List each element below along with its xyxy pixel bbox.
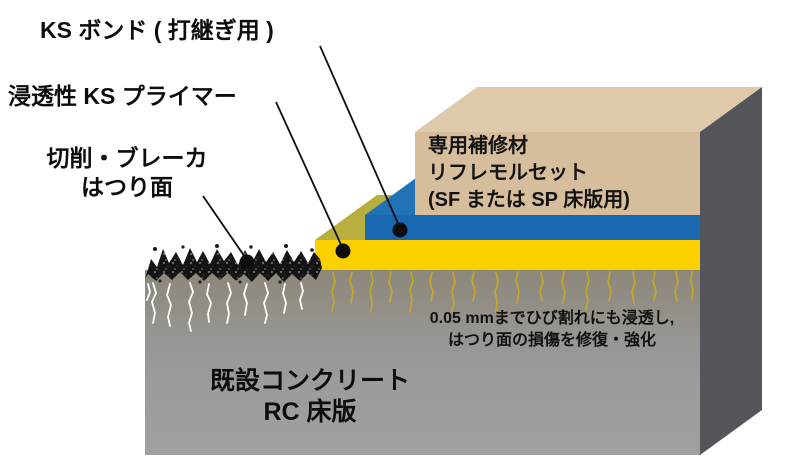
- leader-dots: [239, 222, 408, 270]
- gold-cracks: [331, 271, 694, 313]
- label-primer-text: 浸透性 KS プライマー: [8, 83, 237, 109]
- label-chipped-line2: はつり面: [81, 174, 173, 200]
- repair-material-line2: リフレモルセット: [428, 162, 588, 184]
- white-cracks: [146, 282, 304, 332]
- label-chipped-line1: 切削・ブレーカ: [46, 145, 208, 171]
- repair-top-face: [415, 87, 762, 132]
- repair-material-line3: (SF または SP 床版用): [428, 189, 630, 211]
- dot-chipped-surface: [239, 254, 255, 270]
- dot-ks-bond: [392, 222, 408, 238]
- label-ks-bond-text: KS ボンド ( 打継ぎ用 ): [40, 17, 274, 43]
- existing-concrete-line1: 既設コンクリート: [209, 367, 410, 395]
- label-chipped-surface: 切削・ブレーカ はつり面: [20, 144, 234, 202]
- repair-material-line1: 専用補修材: [428, 135, 528, 157]
- concrete-front-face: [145, 270, 700, 455]
- existing-concrete-line2: RC 床版: [263, 398, 357, 426]
- stack-right-face: [700, 87, 762, 455]
- mortar-front-face: [315, 240, 700, 270]
- bond-front-face: [365, 215, 700, 240]
- repair-front-face: [415, 132, 700, 215]
- leader-lines: [202, 45, 401, 261]
- label-penetration-note: 0.05 mmまでひび割れにも浸透し, はつり面の損傷を修復・強化: [400, 308, 704, 352]
- penetration-note-line1: 0.05 mmまでひび割れにも浸透し,: [429, 310, 675, 327]
- label-ks-bond: KS ボンド ( 打継ぎ用 ): [40, 16, 274, 45]
- chipped-surface-texture: [145, 244, 322, 284]
- dot-primer: [335, 243, 351, 259]
- label-repair-material: 専用補修材 リフレモルセット (SF または SP 床版用): [428, 133, 630, 214]
- label-existing-concrete: 既設コンクリート RC 床版: [180, 366, 440, 428]
- label-primer: 浸透性 KS プライマー: [8, 82, 237, 111]
- penetration-note-line2: はつり面の損傷を修復・強化: [447, 332, 656, 349]
